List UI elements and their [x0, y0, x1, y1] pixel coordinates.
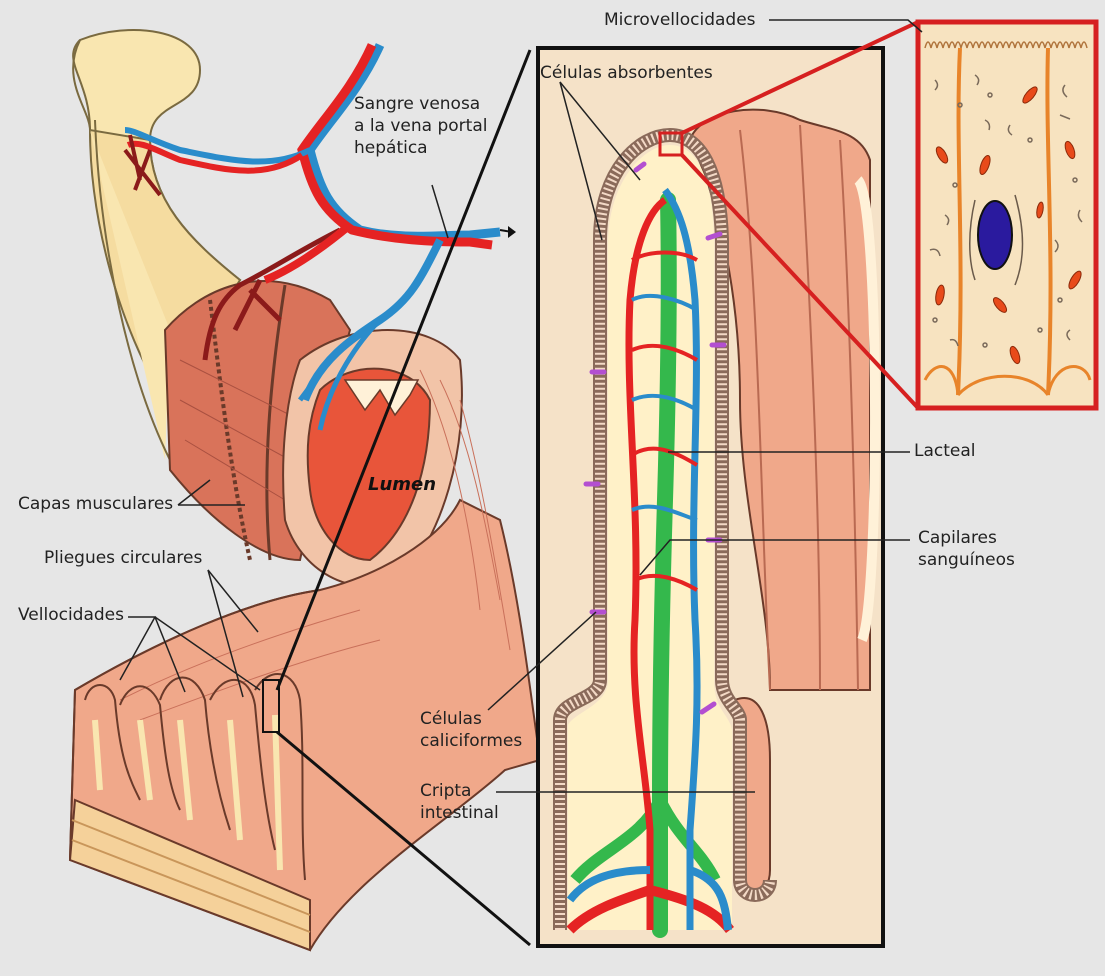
- label-celulas-absorbentes: Células absorbentes: [540, 62, 713, 84]
- label-pliegues-circulares: Pliegues circulares: [44, 547, 202, 569]
- nucleus: [978, 201, 1012, 269]
- label-lumen: Lumen: [368, 474, 436, 496]
- label-capas-musculares: Capas musculares: [18, 493, 173, 515]
- label-capilares-sanguineos: Capilares sanguíneos: [918, 527, 1015, 571]
- label-cripta-intestinal: Cripta intestinal: [420, 780, 499, 824]
- label-celulas-caliciformes: Células caliciformes: [420, 708, 522, 752]
- label-sangre-venosa: Sangre venosa a la vena portal hepática: [354, 93, 487, 159]
- label-lacteal: Lacteal: [914, 440, 976, 462]
- label-vellocidades: Vellocidades: [18, 604, 124, 626]
- label-microvellocidades: Microvellocidades: [604, 9, 756, 31]
